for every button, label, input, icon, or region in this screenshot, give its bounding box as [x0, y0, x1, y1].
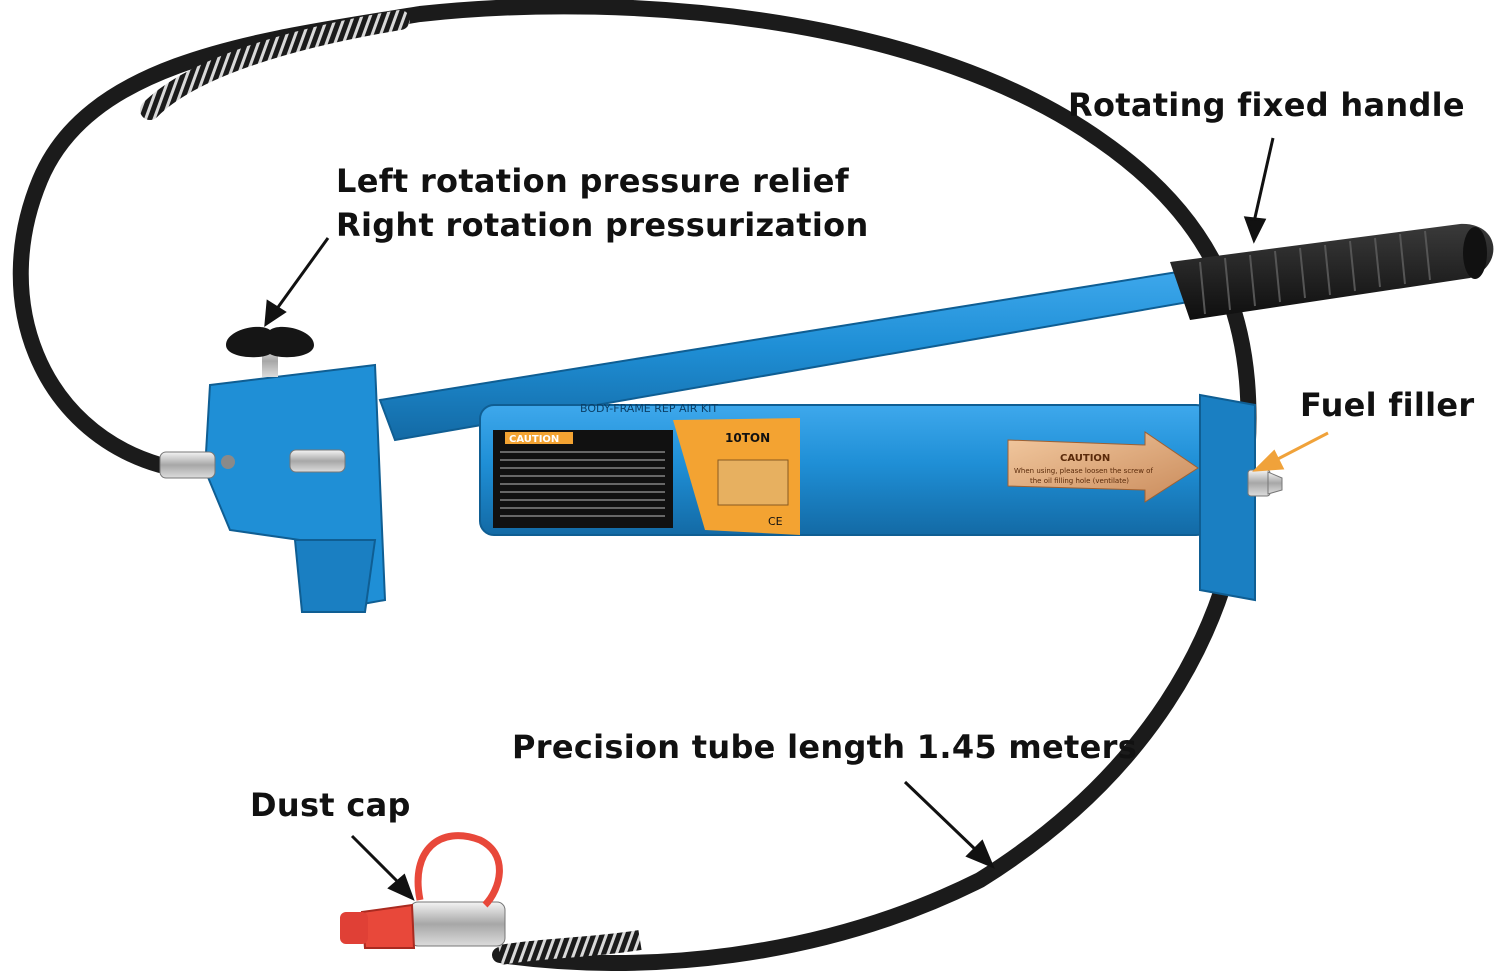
- fuel-filler-cap: [1247, 469, 1283, 497]
- label-rotating-fixed-handle: Rotating fixed handle: [1068, 86, 1465, 124]
- pressure-relief-knob: [226, 326, 314, 377]
- kit-text: BODY-FRAME REP AIR KIT: [580, 402, 718, 415]
- label-fuel-filler: Fuel filler: [1300, 386, 1475, 424]
- label-dust-cap: Dust cap: [250, 786, 411, 824]
- caution-right-line2: the oil filling hole (ventilate): [1030, 477, 1129, 485]
- arrow-fuel-filler: [1271, 431, 1329, 464]
- capacity-text: 10TON: [725, 431, 770, 445]
- coupler-assembly: [340, 832, 506, 949]
- label-relief-line-2: Right rotation pressurization: [336, 206, 869, 244]
- caution-right-line1: When using, please loosen the screw of: [1014, 467, 1153, 475]
- label-tube-length: Precision tube length 1.45 meters: [512, 728, 1138, 766]
- pump-base-foot: [293, 539, 377, 613]
- label-relief-line-1: Left rotation pressure relief: [336, 162, 849, 200]
- caution-sticker-right: CAUTION When using, please loosen the sc…: [1007, 431, 1199, 503]
- arrow-tube-length: [903, 780, 980, 854]
- caution-sticker-left: CAUTION 10TON CE: [493, 418, 800, 535]
- handle-grip: [1170, 223, 1494, 320]
- arrow-dust-cap: [350, 834, 400, 884]
- hydraulic-hose: [12, 0, 1257, 971]
- caution-right-text: CAUTION: [1060, 453, 1110, 464]
- reservoir-end-flange: [1199, 393, 1256, 602]
- dust-cap: [360, 903, 416, 949]
- arrow-rotating-handle: [1252, 137, 1275, 223]
- hose-fitting-head: [159, 451, 216, 479]
- hose-spring-guard-top: [140, 10, 410, 120]
- hose-spring-guard-bottom: [498, 930, 642, 965]
- ce-mark: CE: [768, 515, 783, 528]
- caution-left-text: CAUTION: [509, 434, 559, 445]
- arrow-relief-knob: [274, 237, 330, 311]
- pivot-pin: [221, 449, 346, 473]
